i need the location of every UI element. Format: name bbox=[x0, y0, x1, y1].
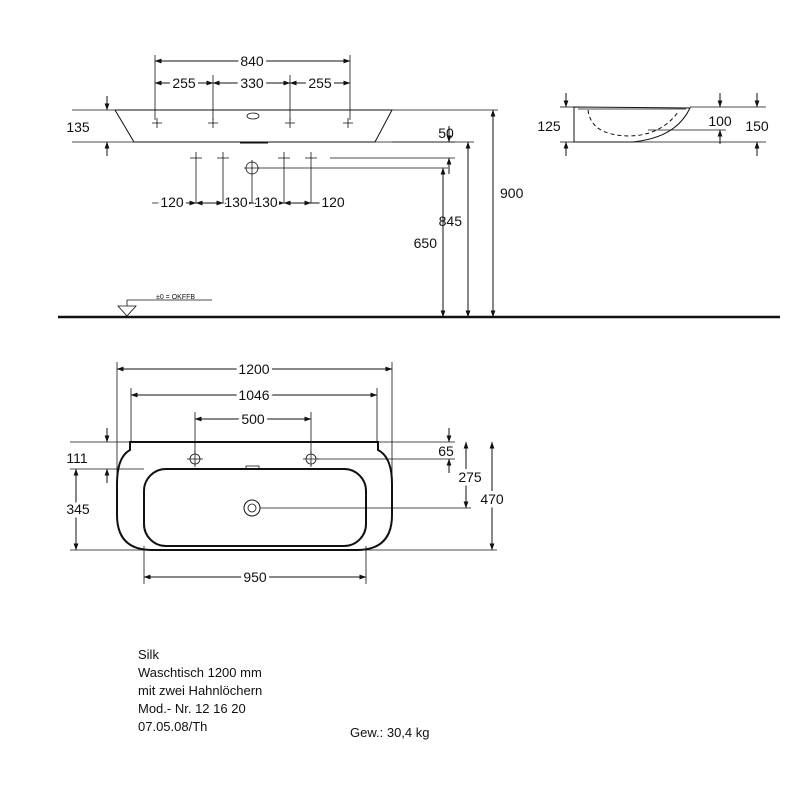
floor-reference-label: ±0 = OKFFB bbox=[156, 294, 195, 301]
basin-front-outline bbox=[114, 109, 393, 143]
side-view: 125 100 150 bbox=[537, 93, 772, 156]
basin-plan-outline bbox=[116, 441, 393, 551]
plan-view: 1200 1046 500 111 345 65 275 4 bbox=[63, 358, 508, 588]
product-description: Waschtisch 1200 mm bbox=[138, 665, 262, 680]
bowl-plan-outline bbox=[143, 468, 367, 547]
dim-470: 470 bbox=[480, 491, 504, 507]
dim-120-left: 120 bbox=[160, 194, 184, 210]
floor-level-symbol bbox=[117, 305, 137, 317]
dim-130-left: 130 bbox=[224, 194, 248, 210]
dim-65: 65 bbox=[438, 443, 454, 459]
product-variant: mit zwei Hahnlöchern bbox=[138, 683, 263, 698]
dim-1046: 1046 bbox=[238, 387, 269, 403]
product-info-block: Silk Waschtisch 1200 mm mit zwei Hahnlöc… bbox=[138, 646, 262, 736]
weight-label: Gew.: 30,4 kg bbox=[350, 725, 430, 740]
dim-100: 100 bbox=[708, 113, 732, 129]
basin-inner-contour bbox=[587, 109, 679, 137]
dim-900: 900 bbox=[500, 185, 524, 201]
dim-255-right: 255 bbox=[308, 75, 332, 91]
dim-125: 125 bbox=[537, 118, 561, 134]
dim-840: 840 bbox=[240, 53, 264, 69]
front-view: 840 255 330 255 135 50 120 130 130 120 bbox=[58, 50, 780, 319]
tap-hole-markers bbox=[152, 112, 353, 128]
dim-345: 345 bbox=[66, 501, 90, 517]
basin-side-outline bbox=[573, 106, 691, 143]
tap-holes bbox=[187, 451, 319, 467]
dim-500: 500 bbox=[241, 411, 265, 427]
dim-150: 150 bbox=[745, 118, 769, 134]
drain-hole bbox=[243, 499, 261, 517]
model-number: Mod.- Nr. 12 16 20 bbox=[138, 701, 246, 716]
series-name: Silk bbox=[138, 647, 159, 662]
dim-120-right: 120 bbox=[321, 194, 345, 210]
dim-650: 650 bbox=[414, 235, 438, 251]
dim-50: 50 bbox=[438, 125, 454, 141]
drawing-date: 07.05.08/Th bbox=[138, 719, 208, 734]
dim-1200: 1200 bbox=[238, 361, 269, 377]
dim-130-right: 130 bbox=[254, 194, 278, 210]
overflow-slot bbox=[245, 465, 260, 470]
dim-111: 111 bbox=[66, 450, 87, 466]
dim-135: 135 bbox=[66, 119, 90, 135]
dim-330: 330 bbox=[240, 75, 264, 91]
dim-950: 950 bbox=[243, 569, 267, 585]
dim-275: 275 bbox=[458, 469, 482, 485]
dim-255-left: 255 bbox=[172, 75, 196, 91]
dim-845: 845 bbox=[439, 213, 463, 229]
connection-symbols bbox=[190, 152, 317, 176]
